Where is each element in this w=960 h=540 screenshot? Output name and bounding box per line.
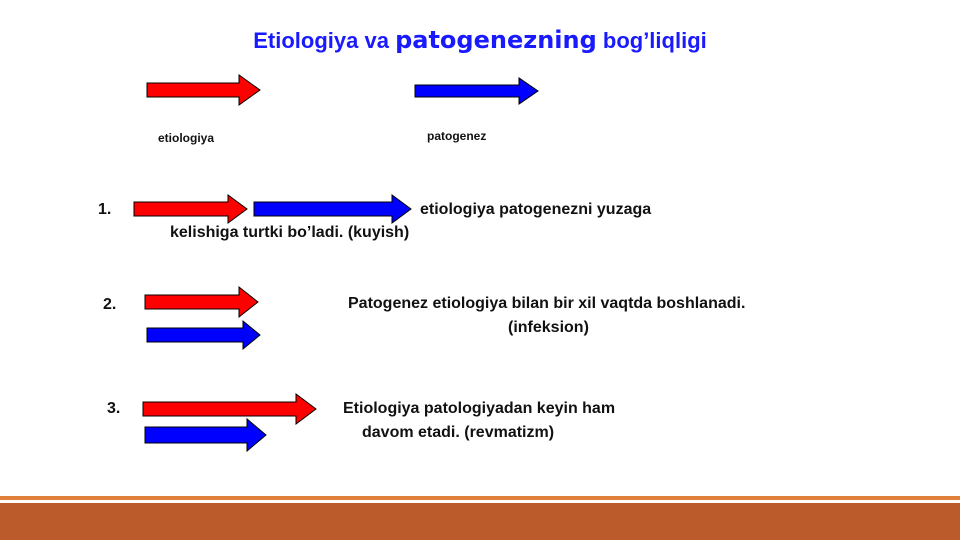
legend-etiologiya-arrow bbox=[146, 74, 261, 106]
footer-accent-line bbox=[0, 496, 960, 500]
item-1-etiologiya-arrow bbox=[133, 194, 248, 224]
item-1-patogenez-arrow bbox=[253, 194, 412, 224]
title-highlight: patogenezning bbox=[395, 26, 597, 54]
legend-patogenez-label: patogenez bbox=[427, 129, 487, 143]
item-3-etiologiya-arrow bbox=[142, 393, 317, 425]
footer-band bbox=[0, 503, 960, 540]
title-part1: Etiologiya va bbox=[253, 28, 396, 53]
item-3-patogenez-arrow bbox=[144, 417, 267, 453]
item-1-text-line1: etiologiya patogenezni yuzaga bbox=[420, 201, 652, 218]
item-2-etiologiya-arrow bbox=[144, 285, 259, 319]
legend-etiologiya-label: etiologiya bbox=[158, 131, 215, 145]
item-3-text-line2: davom etadi. (revmatizm) bbox=[362, 424, 555, 441]
slide-title: Etiologiya va patogenezning bog’liqligi bbox=[0, 26, 960, 54]
item-3-number: 3. bbox=[107, 400, 121, 417]
item-3-text-line1: Etiologiya patologiyadan keyin ham bbox=[343, 400, 616, 417]
item-2-number: 2. bbox=[103, 296, 117, 313]
item-1-number: 1. bbox=[98, 201, 112, 218]
title-part2: bog’liqligi bbox=[596, 28, 707, 53]
legend-patogenez-arrow bbox=[414, 77, 539, 105]
item-2-text-line1: Patogenez etiologiya bilan bir xil vaqtd… bbox=[348, 295, 746, 312]
item-2-patogenez-arrow bbox=[146, 319, 261, 351]
item-1-text-line2: kelishiga turtki bo’ladi. (kuyish) bbox=[170, 224, 410, 241]
item-2-text-line2: (infeksion) bbox=[508, 319, 589, 336]
